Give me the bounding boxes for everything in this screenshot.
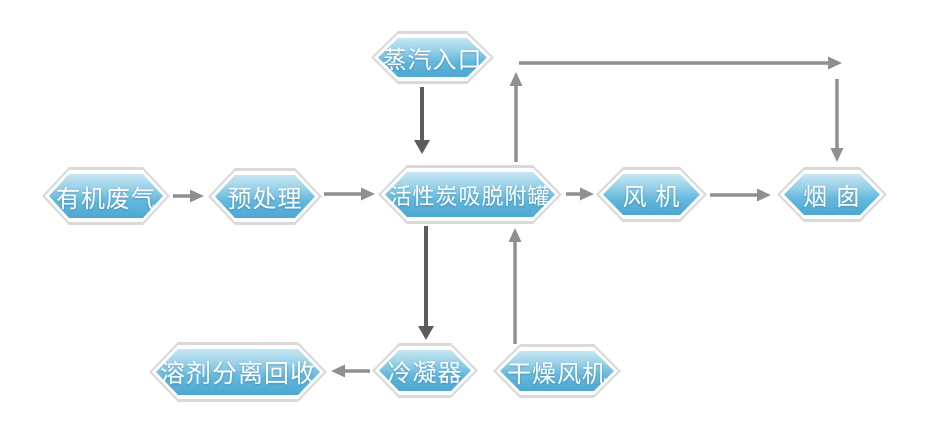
node-organic-waste-gas: 有机废气 [42, 167, 170, 225]
hex-face: 干燥风机 [500, 351, 614, 391]
hex-face: 预处理 [215, 175, 315, 218]
node-label: 干燥风机 [507, 360, 607, 388]
node-label: 活性炭吸脱附罐 [389, 183, 551, 209]
node-label: 蒸汽入口 [382, 47, 483, 74]
hex-border: 预处理 [211, 171, 319, 222]
hex-face: 蒸汽入口 [378, 38, 487, 77]
node-pretreatment: 预处理 [208, 168, 322, 225]
node-label: 冷凝器 [387, 360, 463, 387]
hex-border: 冷凝器 [375, 346, 475, 395]
node-drying-fan: 干燥风机 [493, 344, 621, 398]
hex-face: 风 机 [603, 174, 700, 215]
hex-border: 活性炭吸脱附罐 [381, 168, 559, 221]
hex-border: 风 机 [599, 170, 704, 219]
node-chimney: 烟 囱 [777, 167, 887, 222]
node-label: 有机废气 [56, 185, 156, 213]
hex-border: 有机废气 [45, 170, 167, 222]
node-activated-carbon-tank: 活性炭吸脱附罐 [378, 165, 562, 224]
node-label: 风 机 [622, 184, 681, 211]
hex-border: 溶剂分离回收 [152, 345, 324, 399]
node-fan: 风 机 [596, 167, 707, 222]
hex-border: 蒸汽入口 [374, 34, 491, 81]
hex-border: 干燥风机 [496, 347, 618, 395]
node-label: 预处理 [227, 186, 303, 213]
node-label: 溶剂分离回收 [159, 360, 316, 388]
hex-border: 烟 囱 [780, 170, 884, 219]
node-solvent-recovery: 溶剂分离回收 [149, 342, 327, 402]
hex-face: 烟 囱 [784, 174, 880, 215]
node-steam-inlet: 蒸汽入口 [371, 31, 494, 84]
hex-face: 有机废气 [49, 174, 163, 218]
node-label: 烟 囱 [803, 184, 861, 211]
hex-face: 溶剂分离回收 [156, 349, 320, 395]
hex-face: 冷凝器 [379, 350, 471, 391]
hex-face: 活性炭吸脱附罐 [385, 172, 555, 217]
